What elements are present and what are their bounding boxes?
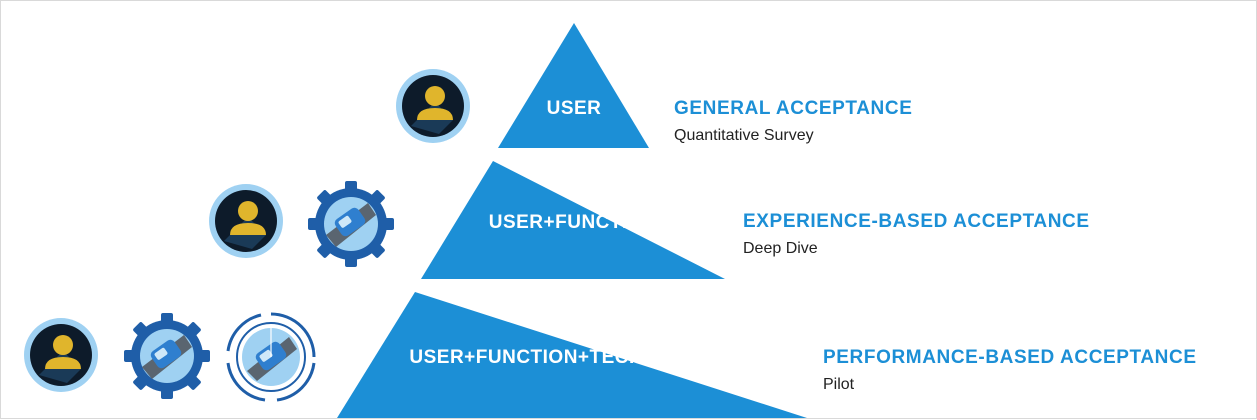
pyramid-tier-bottom [337, 292, 807, 418]
user-icon [396, 69, 470, 143]
tier-text-experience: EXPERIENCE-BASED ACCEPTANCE Deep Dive [743, 211, 1090, 258]
technology-radar-icon [226, 312, 316, 402]
tier-subtitle-quantitative-survey: Quantitative Survey [674, 127, 814, 144]
function-gear-icon [124, 313, 210, 399]
tier-label-user: USER [546, 98, 602, 119]
tier-title-experience-based-acceptance: EXPERIENCE-BASED ACCEPTANCE [743, 211, 1090, 232]
tier-label-user-function-technology: USER+FUNCTION+TECHNOLOGY [409, 347, 729, 368]
user-icon [24, 318, 98, 392]
tier-title-general-acceptance: GENERAL ACCEPTANCE [674, 98, 913, 119]
function-gear-icon [308, 181, 394, 267]
pyramid-tier-middle [421, 161, 725, 279]
tier-label-user-function: USER+FUNCTION [488, 212, 658, 233]
tier-subtitle-deep-dive: Deep Dive [743, 240, 818, 257]
tier-text-general: GENERAL ACCEPTANCE Quantitative Survey [674, 98, 912, 145]
user-icon [209, 184, 283, 258]
tier-title-performance-based-acceptance: PERFORMANCE-BASED ACCEPTANCE [823, 347, 1197, 368]
tier-text-performance: PERFORMANCE-BASED ACCEPTANCE Pilot [823, 347, 1197, 394]
tier-subtitle-pilot: Pilot [823, 376, 855, 393]
pyramid-tier-top [498, 23, 649, 148]
